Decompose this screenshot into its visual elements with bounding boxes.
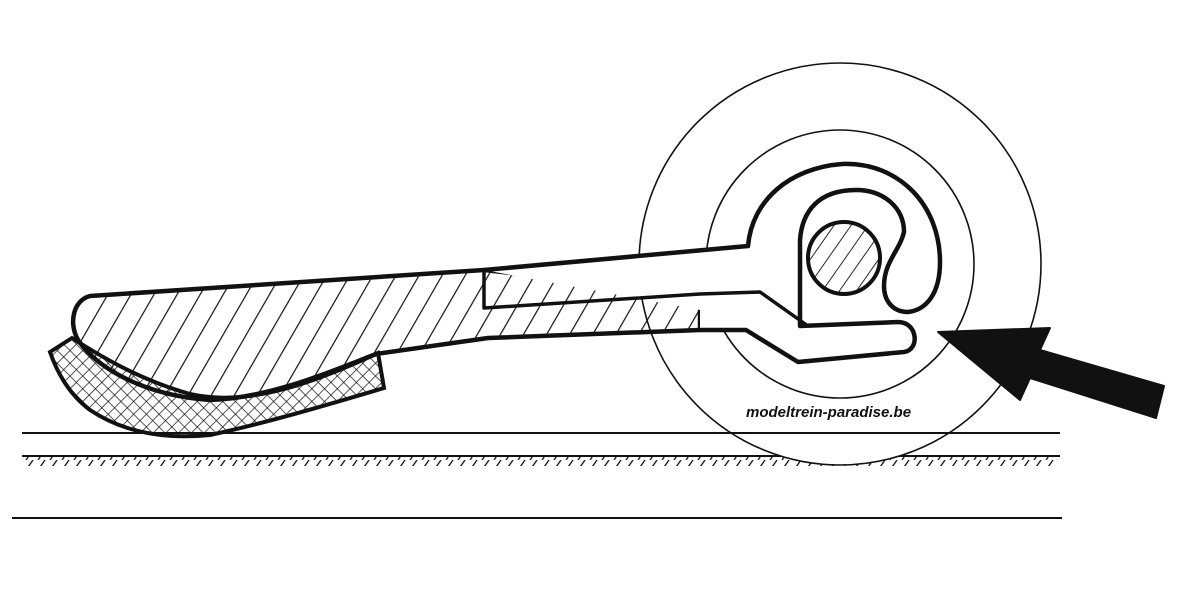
arrow-icon	[937, 327, 1165, 419]
axle-section	[806, 220, 882, 296]
ground-hatching	[24, 457, 1058, 466]
brake-arm-outline	[483, 161, 943, 365]
watermark: modeltrein-paradise.be	[746, 404, 912, 421]
brake-arm	[484, 163, 940, 362]
arm-lower-edge	[482, 270, 810, 328]
